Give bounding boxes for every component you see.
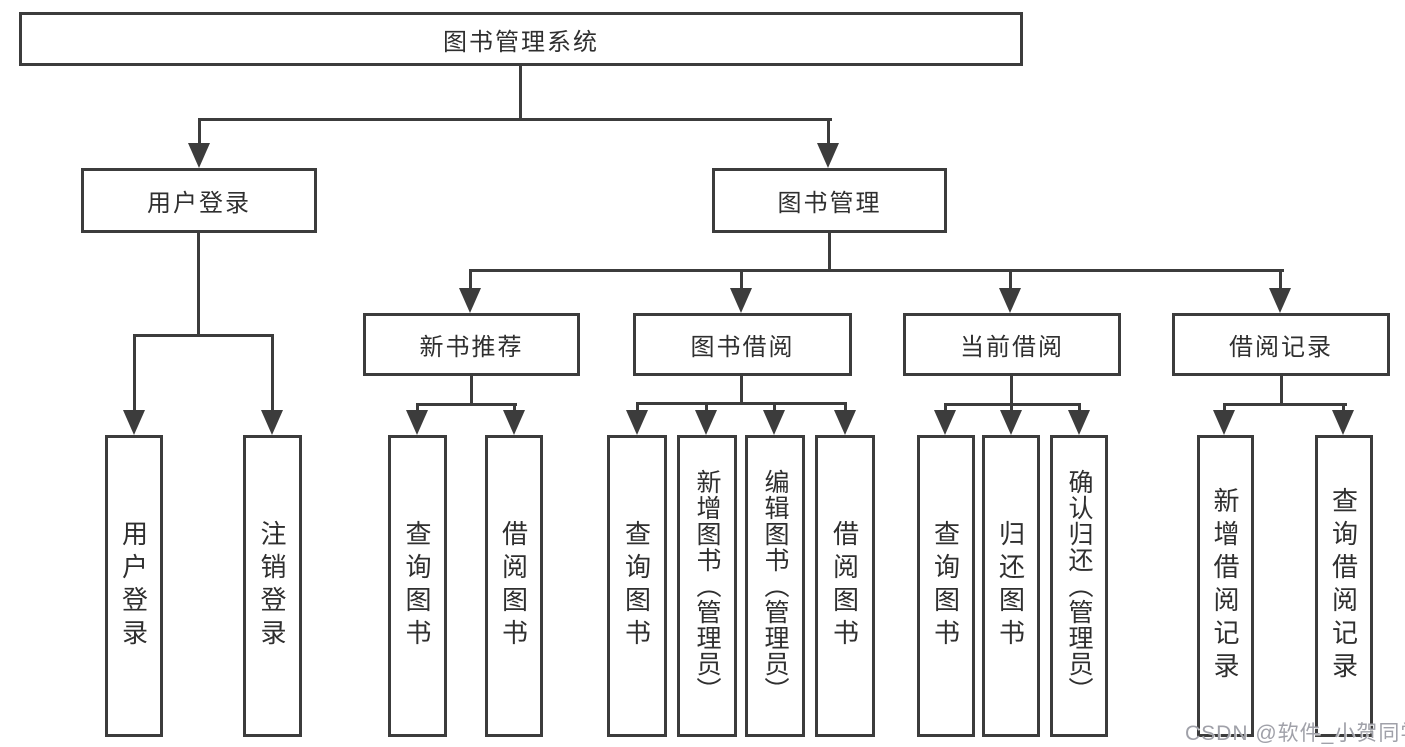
leaf-borrow-book-recommend: 借阅图书 — [485, 435, 543, 737]
leaf-confirm-return-admin: 确认归还（管理员） — [1050, 435, 1108, 737]
arrow-down-icon — [1068, 410, 1090, 435]
connector-shaft — [844, 402, 847, 413]
connector-shaft — [198, 118, 201, 146]
leaf-query-book-recommend: 查询图书 — [388, 435, 447, 737]
connector-shaft — [740, 269, 743, 291]
connector-book-management-stem — [828, 233, 831, 272]
connector-shaft — [513, 403, 516, 413]
arrow-down-icon — [261, 410, 283, 435]
arrow-down-icon — [406, 410, 428, 435]
connector-book-management-split — [469, 269, 1284, 272]
connector-shaft — [271, 334, 274, 413]
connector-new-book-stem — [470, 376, 473, 406]
node-label: 归还图书 — [995, 520, 1026, 652]
connector-shaft — [469, 269, 472, 291]
node-label: 借阅记录 — [1229, 334, 1333, 361]
arrow-down-icon — [695, 410, 717, 435]
node-label: 确认归还（管理员） — [1065, 469, 1093, 703]
connector-shaft — [705, 402, 708, 413]
arrow-down-icon — [626, 410, 648, 435]
connector-borrowing-records-stem — [1280, 376, 1283, 406]
connector-user-login-stem — [197, 233, 200, 337]
node-label: 借阅图书 — [829, 520, 860, 652]
connector-book-borrowing-stem — [740, 376, 743, 405]
node-label: 查询图书 — [930, 520, 961, 652]
node-new-book-recommend: 新书推荐 — [363, 313, 580, 376]
node-book-management-system: 图书管理系统 — [19, 12, 1023, 66]
node-label: 查询图书 — [402, 520, 432, 652]
node-label: 借阅图书 — [498, 520, 529, 652]
node-user-login: 用户登录 — [81, 168, 317, 233]
connector-borrowing-records-split — [1223, 403, 1347, 406]
leaf-add-borrow-record: 新增借阅记录 — [1197, 435, 1254, 737]
connector-root-split — [198, 118, 832, 121]
arrow-down-icon — [834, 410, 856, 435]
arrow-down-icon — [459, 288, 481, 313]
node-current-borrowing: 当前借阅 — [903, 313, 1121, 376]
node-label: 查询借阅记录 — [1328, 487, 1359, 685]
node-book-management: 图书管理 — [712, 168, 947, 233]
node-label: 新书推荐 — [419, 334, 524, 361]
leaf-query-book-borrowing: 查询图书 — [607, 435, 667, 737]
leaf-borrow-book-borrowing: 借阅图书 — [815, 435, 875, 737]
leaf-query-borrow-record: 查询借阅记录 — [1315, 435, 1373, 737]
leaf-user-login: 用户登录 — [105, 435, 163, 737]
connector-new-book-split — [416, 403, 517, 406]
connector-root-stem — [519, 66, 522, 121]
connector-shaft — [1078, 403, 1081, 413]
node-borrowing-records: 借阅记录 — [1172, 313, 1390, 376]
connector-shaft — [636, 402, 639, 413]
node-label: 图书管理 — [777, 190, 882, 217]
node-label: 新增借阅记录 — [1210, 487, 1240, 685]
leaf-return-book: 归还图书 — [982, 435, 1040, 737]
arrow-down-icon — [934, 410, 956, 435]
node-label: 图书借阅 — [690, 334, 795, 361]
arrow-down-icon — [999, 288, 1021, 313]
connector-shaft — [1009, 269, 1012, 291]
arrow-down-icon — [123, 410, 145, 435]
node-label: 当前借阅 — [960, 334, 1064, 361]
connector-shaft — [827, 118, 830, 146]
connector-shaft — [133, 334, 136, 413]
arrow-down-icon — [1269, 288, 1291, 313]
connector-user-login-split — [133, 334, 274, 337]
connector-shaft — [1223, 403, 1226, 413]
leaf-query-book-current: 查询图书 — [917, 435, 975, 737]
connector-shaft — [416, 403, 419, 413]
csdn-watermark: CSDN @软件_小贺同学 — [1185, 722, 1405, 745]
arrow-down-icon — [1213, 410, 1235, 435]
node-label: 用户登录 — [147, 190, 251, 217]
arrow-down-icon — [763, 410, 785, 435]
arrow-down-icon — [817, 143, 839, 168]
leaf-logout: 注销登录 — [243, 435, 302, 737]
connector-shaft — [773, 402, 776, 413]
node-book-borrowing: 图书借阅 — [633, 313, 852, 376]
arrow-down-icon — [503, 410, 525, 435]
node-label: 注销登录 — [257, 520, 287, 652]
connector-shaft — [1279, 269, 1282, 291]
leaf-add-book-admin: 新增图书（管理员） — [677, 435, 737, 737]
node-label: 查询图书 — [621, 520, 652, 652]
arrow-down-icon — [1000, 410, 1022, 435]
node-label: 图书管理系统 — [443, 28, 599, 56]
connector-shaft — [944, 403, 947, 413]
arrow-down-icon — [1332, 410, 1354, 435]
connector-current-borrowing-stem — [1010, 376, 1013, 406]
node-label: 用户登录 — [118, 520, 149, 652]
node-label: 新增图书（管理员） — [693, 469, 721, 703]
node-label: 编辑图书（管理员） — [761, 469, 789, 703]
arrow-down-icon — [730, 288, 752, 313]
connector-shaft — [1342, 403, 1345, 413]
arrow-down-icon — [188, 143, 210, 168]
leaf-edit-book-admin: 编辑图书（管理员） — [745, 435, 805, 737]
connector-book-borrowing-split — [636, 402, 847, 405]
connector-shaft — [1010, 403, 1013, 413]
